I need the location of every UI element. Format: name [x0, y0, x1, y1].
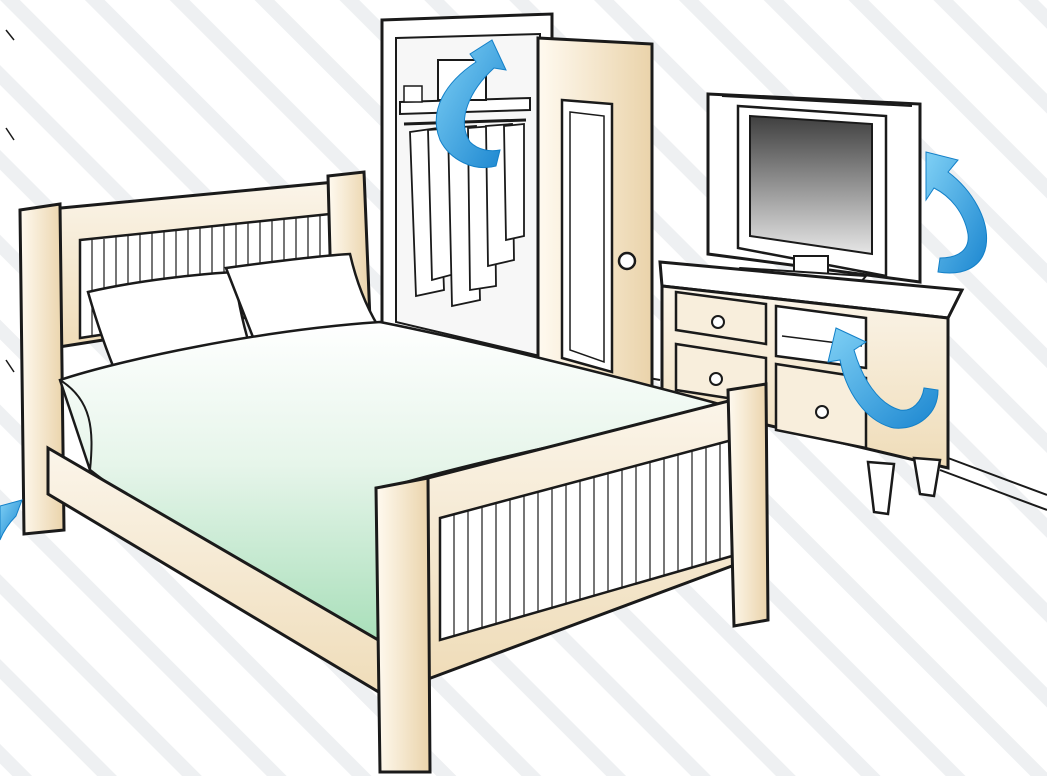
tv-screen	[750, 116, 872, 254]
closet-door	[538, 38, 652, 392]
drawer-knob	[816, 406, 828, 418]
bed-post-front-right	[728, 384, 768, 626]
drawer-knob	[712, 316, 724, 328]
closet	[382, 14, 552, 360]
bed-post-front-left	[376, 478, 430, 772]
drawer-knob	[710, 373, 722, 385]
door-knob	[619, 253, 635, 269]
